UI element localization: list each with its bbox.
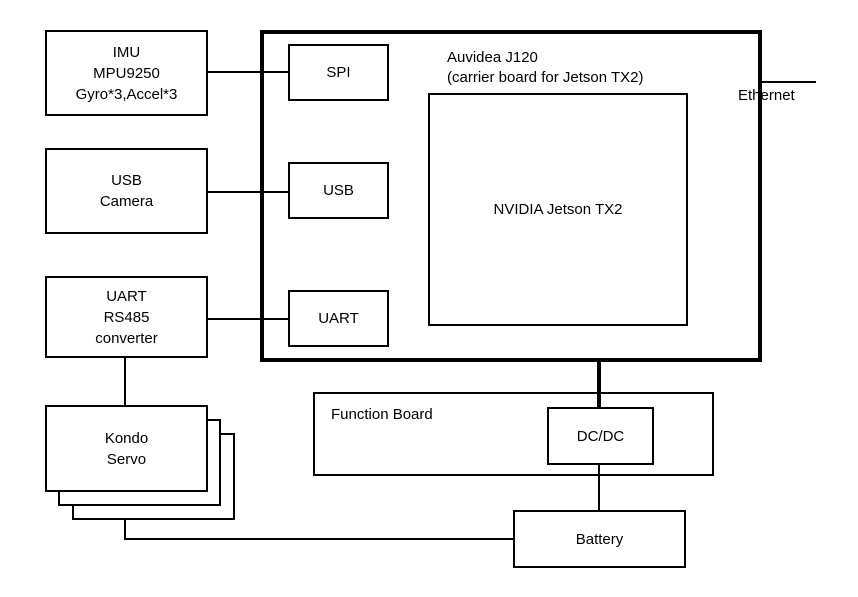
spi-port: SPI (288, 44, 389, 101)
imu-block: IMU MPU9250 Gyro*3,Accel*3 (45, 30, 208, 116)
battery-label: Battery (575, 530, 624, 548)
spi-port-label: SPI (326, 64, 351, 81)
usb-port-label: USB (323, 182, 354, 199)
function-board-label: Function Board (331, 406, 433, 423)
imu-line-3: Gyro*3,Accel*3 (75, 85, 178, 103)
converter-line-1: UART (106, 287, 147, 305)
usb-port: USB (288, 162, 389, 219)
servo-line-2: Servo (106, 450, 147, 468)
ethernet-label: Ethernet (738, 87, 795, 104)
imu-line-2: MPU9250 (93, 64, 160, 82)
function-board-block (313, 392, 714, 476)
carrier-board-block (260, 30, 762, 362)
dcdc-block: DC/DC (547, 407, 654, 465)
carrier-board-title: Auvidea J120 (447, 49, 538, 66)
usb-camera-line-1: USB (111, 172, 142, 189)
carrier-board-subtitle: (carrier board for Jetson TX2) (447, 69, 644, 86)
converter-line-3: converter (95, 329, 158, 347)
jetson-tx2-block: NVIDIA Jetson TX2 (428, 93, 688, 326)
uart-port: UART (288, 290, 389, 347)
kondo-servo-block: Kondo Servo (45, 405, 208, 492)
servo-line-1: Kondo (104, 429, 149, 447)
imu-line-1: IMU (112, 43, 141, 61)
usb-camera-block: USB Camera (45, 148, 208, 234)
battery-block: Battery (513, 510, 686, 568)
jetson-tx2-label: NVIDIA Jetson TX2 (493, 201, 623, 218)
uart-port-label: UART (318, 310, 359, 327)
usb-camera-line-2: Camera (99, 193, 154, 210)
uart-converter-block: UART RS485 converter (45, 276, 208, 358)
converter-line-2: RS485 (103, 308, 150, 326)
dcdc-label: DC/DC (576, 427, 625, 445)
